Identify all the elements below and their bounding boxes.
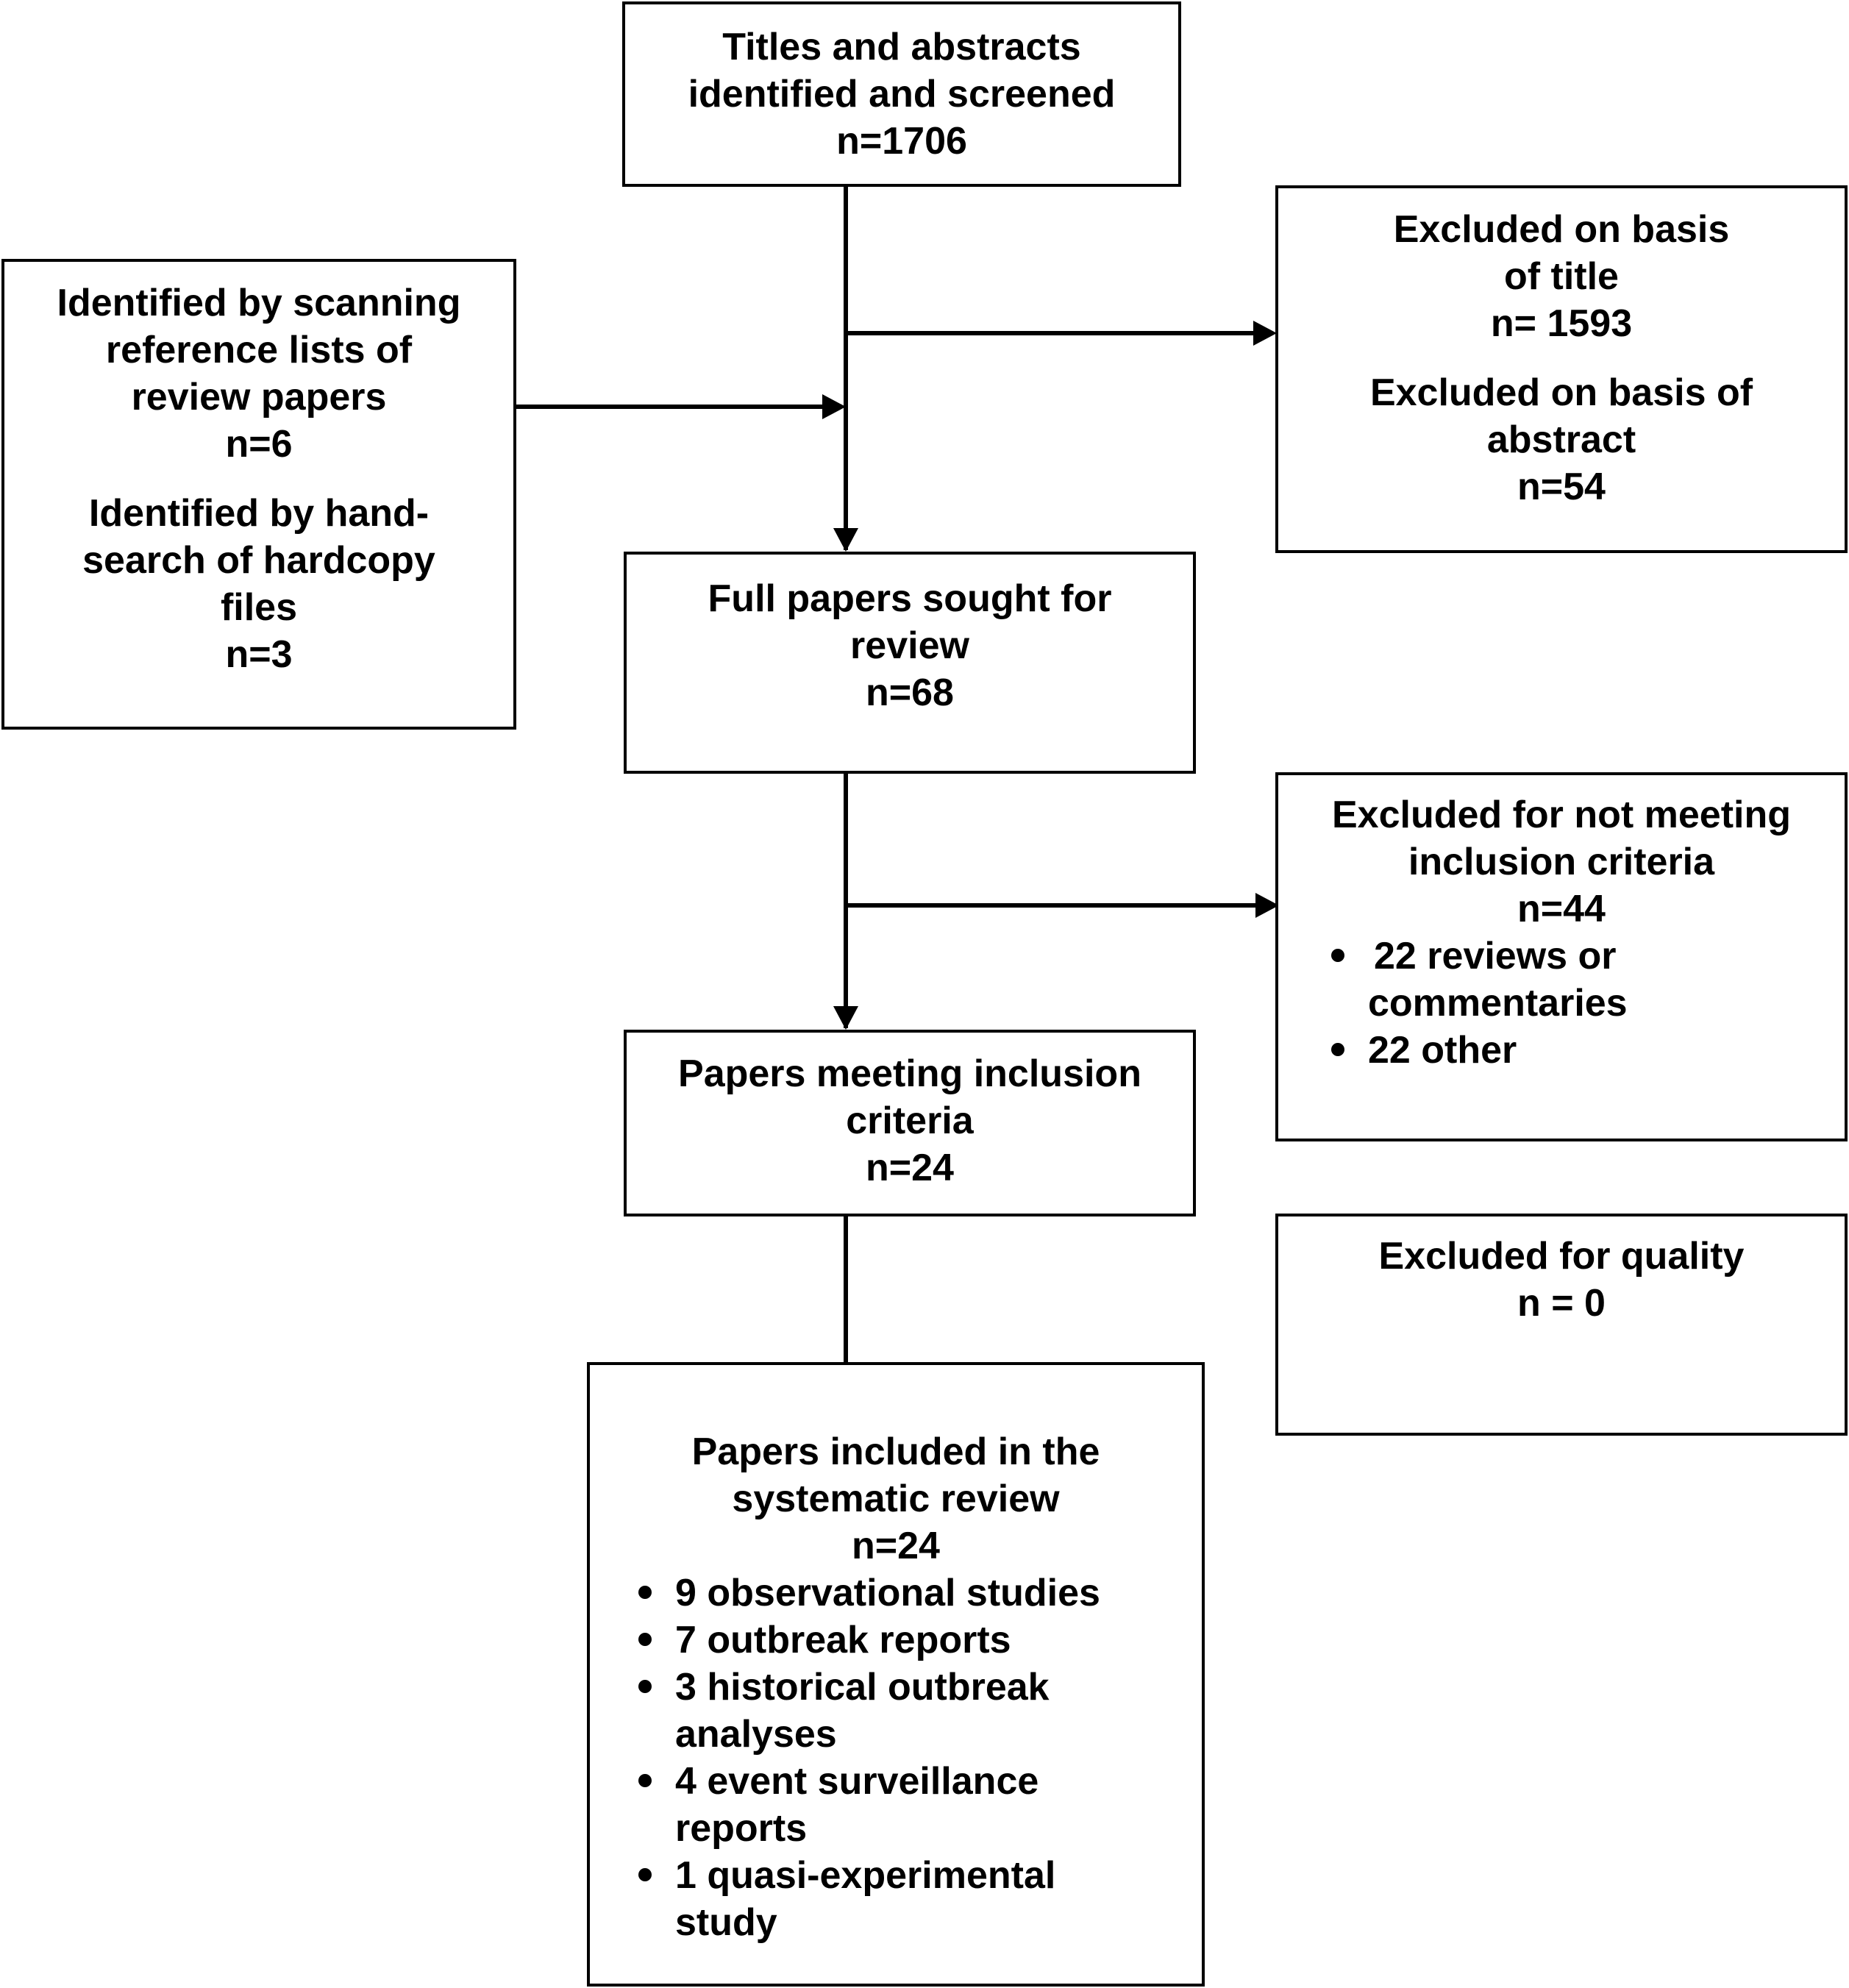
excluded-abstract-line-1: Excluded on basis of	[1369, 371, 1753, 414]
arrowhead-down-meeting	[833, 1006, 858, 1030]
arrowhead-down-full-papers	[833, 528, 858, 552]
excluded-title-line-1: Excluded on basis	[1393, 208, 1730, 251]
excluded-inclusion-line-1: Excluded for not meeting	[1331, 794, 1792, 836]
bullet-surveillance-line-1: 4 event surveillance	[675, 1760, 1039, 1803]
box-identified-other-sources: Identified by scanning reference lists o…	[1, 259, 516, 730]
scan-line-3: review papers	[131, 376, 387, 418]
box-full-papers: Full papers sought for review n=68	[624, 552, 1196, 774]
meeting-line-2: criteria	[846, 1100, 974, 1142]
hand-line-3: files	[220, 586, 298, 629]
box-excluded-title-abstract: Excluded on basis of title n= 1593 Exclu…	[1275, 185, 1848, 553]
hand-count: n=3	[225, 633, 293, 676]
full-papers-count: n=68	[866, 671, 954, 714]
included-count: n=24	[852, 1525, 940, 1567]
full-papers-line-2: review	[850, 624, 969, 667]
bullet-historical-line-1: 3 historical outbreak	[675, 1666, 1050, 1709]
box-meeting-criteria: Papers meeting inclusion criteria n=24	[624, 1030, 1196, 1216]
box-excluded-inclusion: Excluded for not meeting inclusion crite…	[1275, 772, 1848, 1141]
bullet-other: 22 other	[1327, 1027, 1845, 1074]
scan-line-2: reference lists of	[105, 329, 413, 371]
excluded-quality-line: Excluded for quality	[1378, 1235, 1745, 1278]
bullet-quasi: 1 quasi-experimental study	[634, 1852, 1202, 1946]
meeting-line-1: Papers meeting inclusion	[678, 1052, 1141, 1095]
bullet-historical: 3 historical outbreak analyses	[634, 1664, 1202, 1758]
scan-line-1: Identified by scanning	[57, 282, 461, 324]
bullet-other-line: 22 other	[1368, 1029, 1517, 1072]
excluded-quality-count: n = 0	[1517, 1282, 1606, 1325]
full-papers-line-1: Full papers sought for	[708, 577, 1112, 620]
bullet-quasi-line-1: 1 quasi-experimental	[675, 1854, 1056, 1897]
titles-line-1: Titles and abstracts	[722, 26, 1081, 68]
bullet-outbreak-line: 7 outbreak reports	[675, 1619, 1011, 1661]
bullet-reviews-line-1: 22 reviews or	[1374, 935, 1617, 977]
arrowhead-right-excluded-title	[1253, 321, 1277, 346]
box-excluded-quality: Excluded for quality n = 0	[1275, 1214, 1848, 1436]
excluded-title-count: n= 1593	[1490, 302, 1633, 345]
included-line-1: Papers included in the	[691, 1431, 1100, 1473]
box-titles-abstracts: Titles and abstracts identified and scre…	[622, 1, 1181, 187]
excluded-inclusion-line-2: inclusion criteria	[1408, 841, 1715, 883]
excluded-abstract-line-2: abstract	[1486, 418, 1636, 461]
excluded-inclusion-bullets: 22 reviews or commentaries 22 other	[1327, 933, 1845, 1074]
excluded-abstract-count: n=54	[1517, 466, 1606, 508]
bullet-quasi-line-2: study	[675, 1901, 777, 1944]
bullet-surveillance: 4 event surveillance reports	[634, 1758, 1202, 1852]
titles-count: n=1706	[836, 120, 967, 163]
bullet-surveillance-line-2: reports	[675, 1807, 808, 1850]
meeting-count: n=24	[866, 1147, 954, 1189]
scan-count: n=6	[225, 423, 293, 466]
spacer	[1278, 347, 1845, 369]
bullet-reviews: 22 reviews or commentaries	[1327, 933, 1845, 1027]
bullet-observational-line: 9 observational studies	[675, 1572, 1100, 1614]
excluded-title-line-2: of title	[1504, 255, 1619, 298]
titles-line-2: identified and screened	[688, 73, 1116, 115]
spacer	[4, 468, 513, 490]
arrowhead-right-main	[822, 394, 846, 419]
hand-line-2: search of hardcopy	[82, 539, 435, 582]
included-line-2: systematic review	[732, 1478, 1060, 1520]
bullet-outbreak: 7 outbreak reports	[634, 1617, 1202, 1664]
bullet-observational: 9 observational studies	[634, 1570, 1202, 1617]
bullet-reviews-line-2: commentaries	[1368, 982, 1628, 1025]
hand-line-1: Identified by hand-	[88, 492, 430, 535]
arrowhead-right-excluded-inclusion	[1255, 893, 1279, 918]
box-included-review: Papers included in the systematic review…	[587, 1362, 1205, 1987]
included-bullets: 9 observational studies 7 outbreak repor…	[634, 1570, 1202, 1946]
excluded-inclusion-count: n=44	[1517, 888, 1606, 930]
bullet-historical-line-2: analyses	[675, 1713, 837, 1756]
